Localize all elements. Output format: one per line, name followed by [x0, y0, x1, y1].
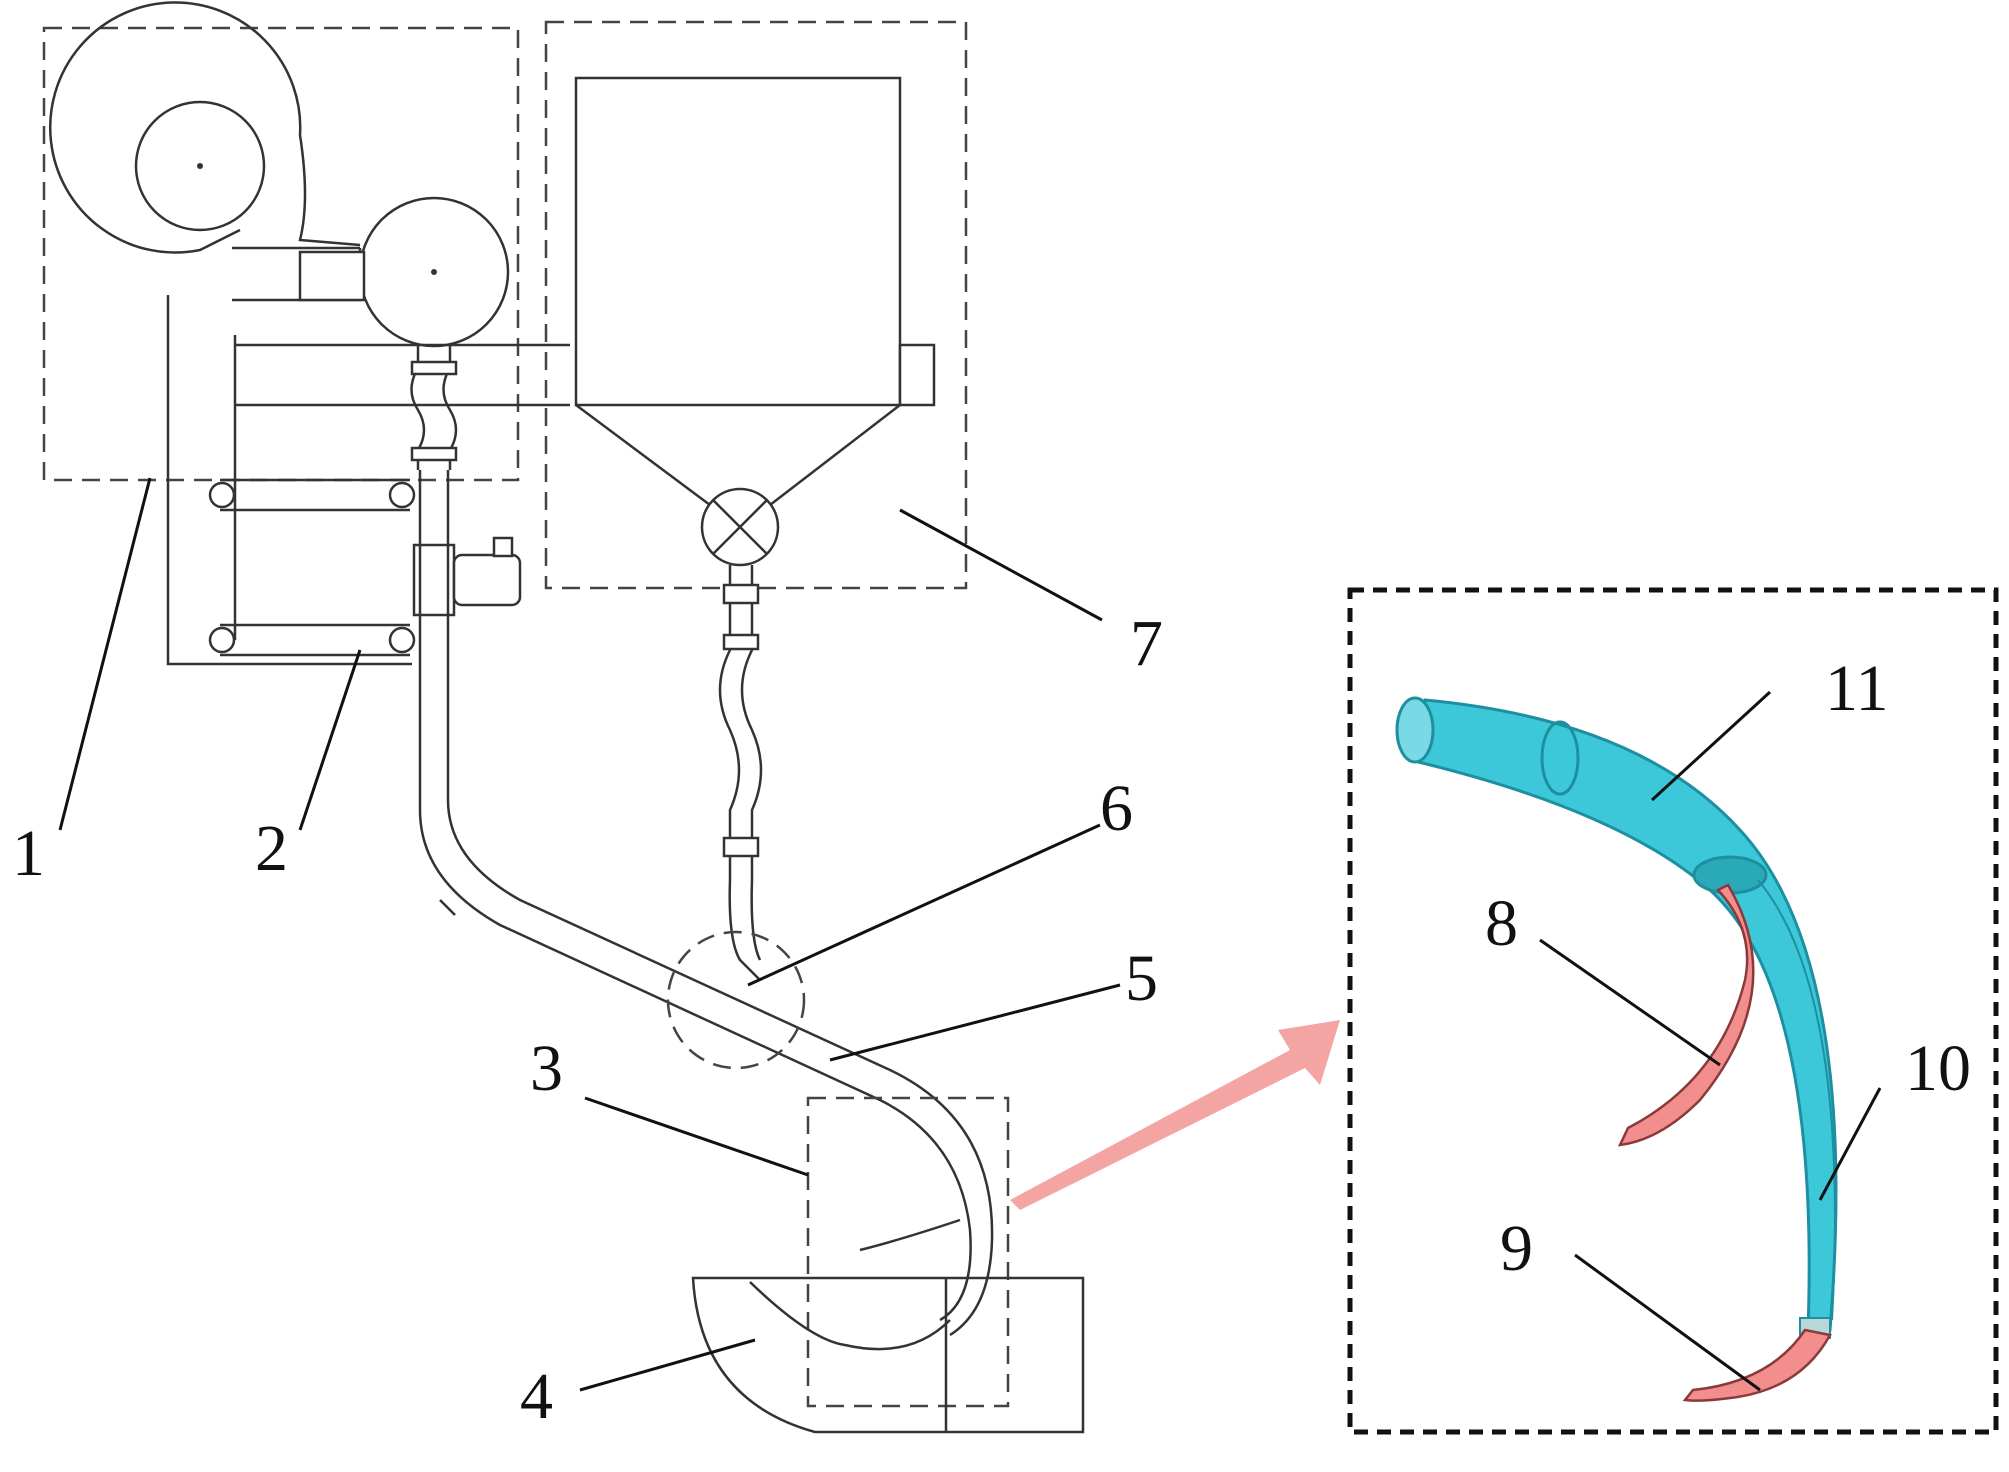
air-pipe-inner — [446, 470, 994, 1337]
junction-dashed-circle — [666, 930, 806, 1070]
seed-tube-right — [740, 565, 763, 961]
opener-blade-lower — [749, 1281, 951, 1351]
pump-inlet-flange — [298, 250, 366, 302]
leader-9 — [1574, 1253, 1761, 1392]
hopper-box — [574, 76, 902, 407]
callout-4: 4 — [520, 1360, 553, 1433]
metering-valve-cross — [712, 499, 768, 555]
opener-blade-upper — [859, 1218, 961, 1252]
leader-11 — [1650, 690, 1772, 802]
seed-tube-clamp-bottom — [722, 836, 760, 858]
air-tube-ring — [1540, 720, 1580, 796]
soil-furrow-block — [691, 1276, 1085, 1434]
frame-arms — [220, 478, 410, 657]
air-tube-inner-edge — [1757, 879, 1836, 1321]
support-frame — [166, 295, 570, 666]
callout-2: 2 — [255, 812, 288, 885]
hopper-cone — [575, 403, 901, 507]
callout-1: 1 — [12, 817, 45, 890]
callout-labels: 1 2 3 4 5 6 7 8 9 10 11 — [12, 607, 1971, 1433]
fan-pump-module — [42, 1, 520, 482]
seed-tube-clamp-top — [722, 583, 760, 605]
callout-7: 7 — [1130, 607, 1163, 680]
fan-center-dot — [197, 163, 203, 169]
callout-3: 3 — [530, 1032, 563, 1105]
callout-11: 11 — [1825, 652, 1889, 725]
air-pipe-joint — [439, 899, 456, 916]
module-7-dashed-frame — [544, 20, 968, 590]
air-tube-inlet — [1395, 696, 1435, 764]
leader-8 — [1539, 938, 1721, 1067]
leader-7 — [899, 508, 1103, 622]
upper-blade-detail — [1617, 883, 1755, 1147]
callout-6: 6 — [1100, 772, 1133, 845]
hopper-side-port — [898, 343, 936, 407]
leader-1 — [58, 477, 152, 831]
hose-clamp-bottom — [410, 446, 458, 462]
frame-pivot-4 — [388, 626, 416, 654]
leader-lines — [58, 477, 1882, 1392]
lower-blade-detail — [1682, 1328, 1832, 1402]
hose-clamp-top — [410, 360, 458, 376]
callout-9: 9 — [1500, 1212, 1533, 1285]
pump-center-dot — [431, 269, 437, 275]
leader-3 — [584, 1096, 809, 1177]
seed-tube-left — [718, 565, 761, 981]
fan-volute — [48, 1, 361, 254]
frame-members — [166, 295, 570, 666]
leader-10 — [1818, 1087, 1882, 1201]
callout-8: 8 — [1485, 887, 1518, 960]
hopper-module — [544, 20, 968, 981]
solenoid-connector — [492, 536, 514, 558]
fan-impeller — [134, 100, 266, 232]
opener-assembly — [691, 1096, 1085, 1434]
frame-pivot-2 — [388, 481, 416, 509]
frame-pivot-3 — [208, 626, 236, 654]
leader-5 — [829, 983, 1121, 1062]
detail-view — [1347, 587, 1999, 1435]
frame-pivot-1 — [208, 481, 236, 509]
air-tube-detail — [1408, 698, 1838, 1332]
detail-dashed-frame — [1347, 587, 1999, 1435]
solenoid-valve — [412, 536, 522, 617]
solenoid-coil — [452, 553, 522, 607]
leader-2 — [298, 649, 362, 831]
callout-10: 10 — [1905, 1032, 1971, 1105]
leader-4 — [579, 1338, 756, 1392]
leader-6 — [747, 823, 1101, 987]
detail-pointer-arrow — [1010, 1020, 1340, 1210]
pump-flex-hose — [410, 345, 458, 470]
seed-tube-clamp-2 — [722, 633, 760, 651]
callout-5: 5 — [1125, 942, 1158, 1015]
module-3-dashed-frame — [806, 1096, 1010, 1408]
